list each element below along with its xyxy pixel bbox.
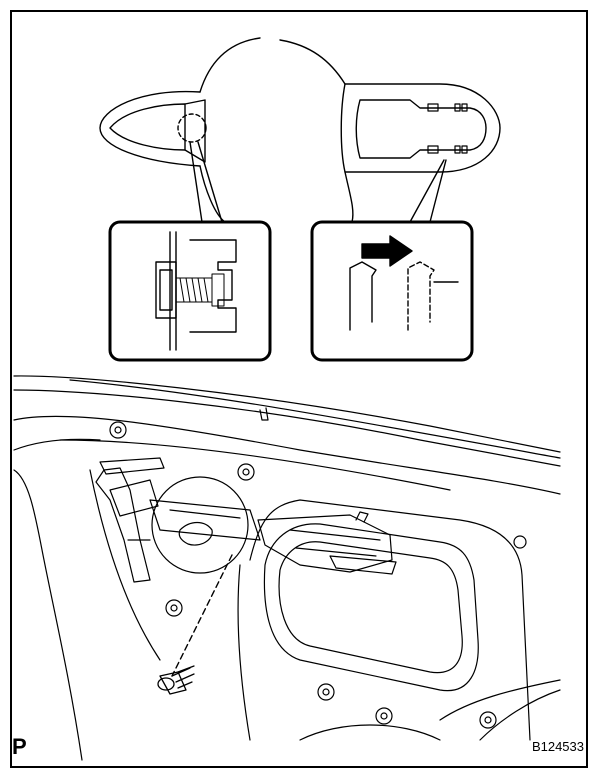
handle-outline <box>99 37 501 223</box>
clip-markers <box>427 103 468 154</box>
screw-icon <box>157 665 195 695</box>
handle-mechanism <box>95 457 397 583</box>
page-letter: P <box>12 734 27 759</box>
detail-box-clip <box>310 220 474 362</box>
illustration-id: B124533 <box>531 739 584 754</box>
screw-guide-line <box>171 554 233 677</box>
door-panel <box>13 375 561 761</box>
arrow-right-icon <box>361 235 413 267</box>
detail-box-screw <box>108 220 272 362</box>
callout-leaders <box>189 141 447 223</box>
detail-circle-icon <box>177 113 207 143</box>
